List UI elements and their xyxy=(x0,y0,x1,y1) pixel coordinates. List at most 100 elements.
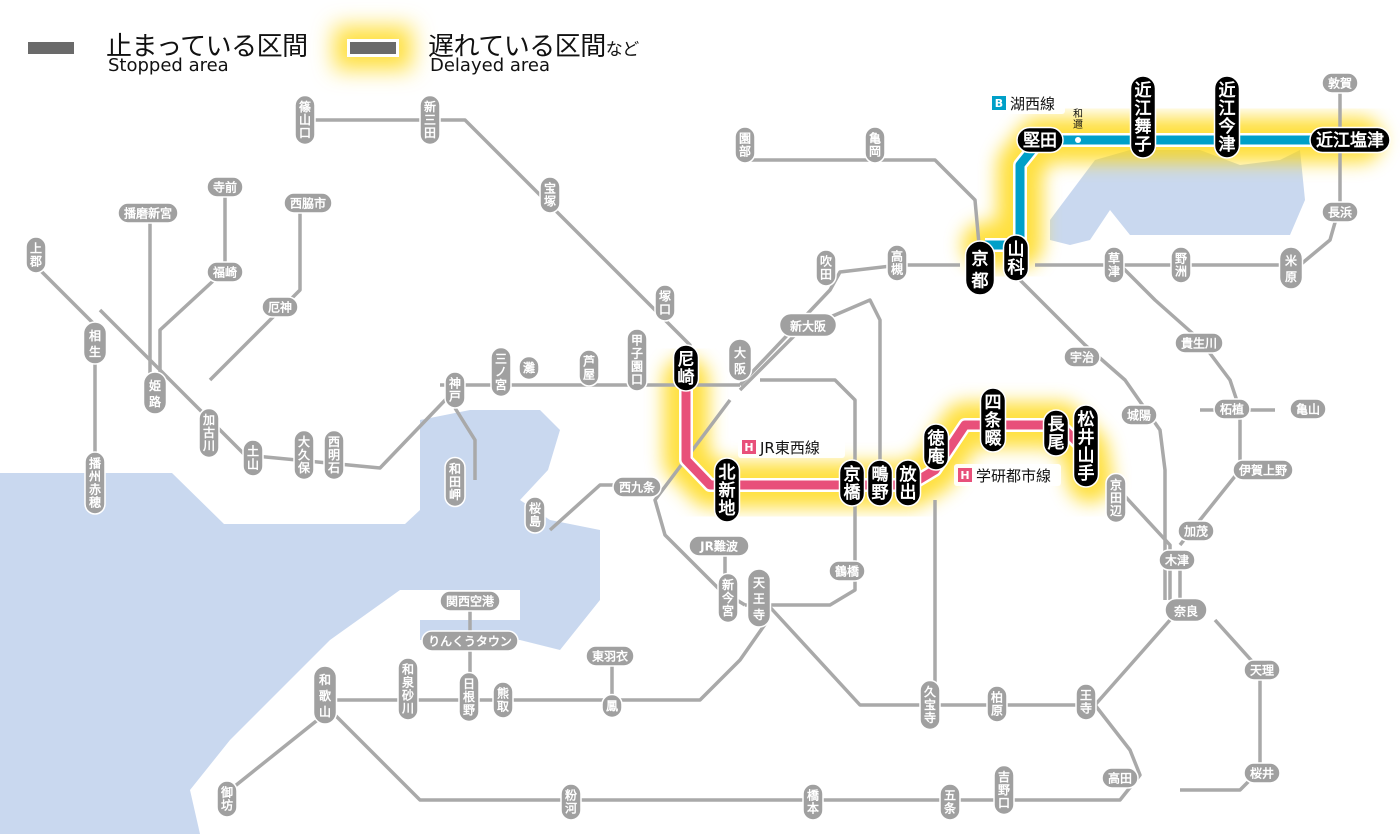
station[interactable]: 鳳 xyxy=(601,693,623,719)
station-pill xyxy=(294,94,316,146)
station[interactable]: 御坊 xyxy=(216,780,238,818)
station[interactable]: 鶴橋 xyxy=(828,560,866,582)
station-name: 園部 xyxy=(739,132,751,159)
station[interactable]: 徳庵 xyxy=(922,423,950,471)
station-name: 王寺 xyxy=(1080,689,1092,716)
station[interactable]: 亀山 xyxy=(1289,398,1327,420)
station[interactable]: 王寺 xyxy=(1075,683,1097,721)
station[interactable]: 松井山手 xyxy=(1072,404,1100,488)
line-label-bg xyxy=(738,436,845,458)
station[interactable]: 加茂 xyxy=(1177,520,1215,542)
station[interactable]: 寺前 xyxy=(206,176,244,198)
line-badge xyxy=(742,440,756,454)
station[interactable]: 厄神 xyxy=(261,296,299,318)
station[interactable]: 奈良 xyxy=(1164,597,1208,623)
station[interactable]: 京都 xyxy=(964,240,996,296)
station[interactable]: 東羽衣 xyxy=(585,645,635,667)
station[interactable]: 高田 xyxy=(1101,767,1139,789)
station[interactable]: 野洲 xyxy=(1170,246,1192,284)
station[interactable]: 西九条 xyxy=(612,476,662,498)
station[interactable]: 山科 xyxy=(1002,234,1030,282)
station[interactable]: 上郡 xyxy=(25,236,47,274)
station[interactable]: 姫路 xyxy=(142,371,168,415)
station-name: 播磨新宮 xyxy=(124,205,172,220)
station[interactable]: 京橋 xyxy=(838,459,866,507)
station[interactable]: 園部 xyxy=(734,126,756,164)
station[interactable]: 播磨新宮 xyxy=(117,202,179,224)
station[interactable]: 四条畷 xyxy=(979,387,1007,453)
station[interactable]: 長尾 xyxy=(1042,409,1070,457)
station[interactable]: 柘植 xyxy=(1213,398,1251,420)
station[interactable]: 大阪 xyxy=(727,338,753,382)
station[interactable]: 新三田 xyxy=(419,94,441,146)
station-pill xyxy=(206,176,244,198)
station[interactable]: 新大阪 xyxy=(778,312,838,338)
station[interactable]: 日根野 xyxy=(458,671,480,723)
station[interactable]: 吹田 xyxy=(815,249,837,287)
station[interactable]: 熊取 xyxy=(492,681,514,719)
station[interactable]: 尼崎 xyxy=(672,344,700,392)
station[interactable]: 高槻 xyxy=(886,244,908,282)
station[interactable]: 柏原 xyxy=(986,685,1008,723)
station[interactable]: 土山 xyxy=(242,439,264,477)
station-pill xyxy=(1213,75,1241,159)
station[interactable]: 草津 xyxy=(1103,246,1125,284)
station[interactable]: 神戸 xyxy=(444,371,466,409)
station[interactable]: 福崎 xyxy=(206,261,244,283)
station[interactable]: 天王寺 xyxy=(746,568,772,628)
station[interactable]: 木津 xyxy=(1158,549,1196,571)
station[interactable]: 放出 xyxy=(894,459,922,507)
station-pill xyxy=(601,693,623,719)
station[interactable]: 播州赤穂 xyxy=(84,451,106,515)
station[interactable]: 篠山口 xyxy=(294,94,316,146)
station[interactable]: 西脇市 xyxy=(283,192,333,214)
station[interactable]: 五条 xyxy=(939,783,961,821)
station[interactable]: 長浜 xyxy=(1321,201,1359,223)
station[interactable]: 鴫野 xyxy=(866,459,894,507)
station[interactable]: 宝塚 xyxy=(539,176,561,214)
station-pill xyxy=(312,665,338,725)
station[interactable]: りんくうタウン xyxy=(421,630,519,652)
station[interactable]: 天理 xyxy=(1243,659,1281,681)
station[interactable]: 西明石 xyxy=(323,429,345,481)
station[interactable]: 堅田 xyxy=(1016,126,1064,154)
station[interactable]: 相生 xyxy=(82,321,108,365)
station[interactable]: 桜井 xyxy=(1243,762,1281,784)
rail-line xyxy=(453,407,477,480)
station[interactable]: 近江塩津 xyxy=(1309,126,1391,154)
station[interactable]: 亀岡 xyxy=(864,126,886,164)
station[interactable]: JR難波 xyxy=(688,535,750,557)
station[interactable]: 和歌山 xyxy=(312,665,338,725)
station[interactable]: 近江舞子 xyxy=(1129,75,1157,159)
station[interactable]: 橋本 xyxy=(802,783,824,821)
station[interactable]: 灘 xyxy=(518,355,540,381)
station[interactable]: 伊賀上野 xyxy=(1232,459,1294,481)
station[interactable]: 宇治 xyxy=(1063,346,1101,368)
station-name: 京田辺 xyxy=(1110,477,1122,518)
station[interactable]: 城陽 xyxy=(1120,404,1158,426)
station[interactable]: 加古川 xyxy=(198,407,220,459)
rail-line xyxy=(300,118,692,365)
station[interactable]: 近江今津 xyxy=(1213,75,1241,159)
station[interactable]: 米原 xyxy=(1278,246,1304,290)
station[interactable]: 和泉砂川 xyxy=(397,657,419,721)
station[interactable]: 和田岬 xyxy=(444,456,466,508)
station[interactable]: 塚口 xyxy=(654,284,676,322)
station-name: 貴生川 xyxy=(1181,335,1217,350)
station-pill xyxy=(283,192,333,214)
station[interactable]: 大久保 xyxy=(293,429,315,481)
station[interactable]: 桜島 xyxy=(524,496,546,534)
station[interactable]: 関西空港 xyxy=(439,590,501,612)
station[interactable]: 粉河 xyxy=(560,783,582,821)
station[interactable]: 京田辺 xyxy=(1105,472,1127,524)
station[interactable]: 甲子園口 xyxy=(626,328,648,392)
station[interactable]: 北新地 xyxy=(713,457,741,523)
station[interactable]: 芦屋 xyxy=(578,349,600,387)
station[interactable]: 久宝寺 xyxy=(919,679,941,731)
station[interactable]: 三ノ宮 xyxy=(490,346,512,398)
station-name: 鳳 xyxy=(606,698,618,713)
station[interactable]: 敦賀 xyxy=(1321,72,1359,94)
station[interactable]: 新今宮 xyxy=(717,572,739,624)
station[interactable]: 貴生川 xyxy=(1174,332,1224,354)
station[interactable]: 吉野口 xyxy=(993,764,1015,816)
